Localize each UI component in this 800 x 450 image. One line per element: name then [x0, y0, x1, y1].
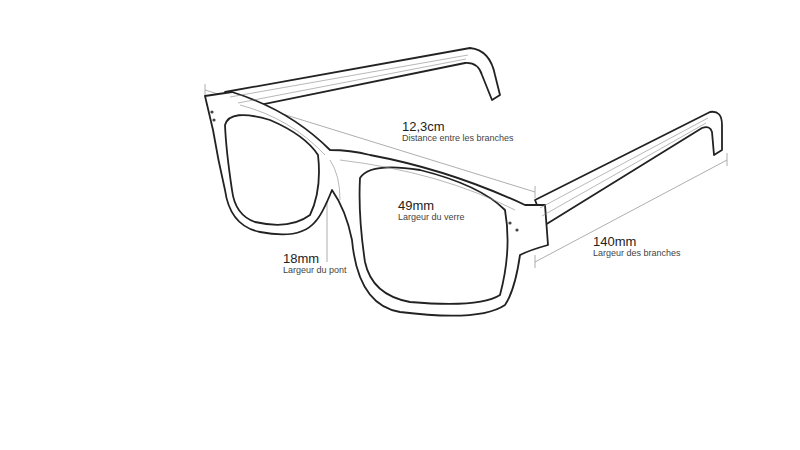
dimension-label: Largeur des branches	[593, 249, 681, 259]
frame-mesh	[230, 55, 708, 216]
dimension-value: 18mm	[283, 252, 319, 266]
dimension-value: 140mm	[593, 235, 636, 249]
glasses-frame	[205, 48, 722, 316]
dimension-label: Largeur du pont	[283, 266, 347, 276]
dimension-label: Distance entre les branches	[402, 134, 514, 144]
dimension-value: 12,3cm	[402, 120, 445, 134]
dimension-value: 49mm	[398, 199, 434, 213]
dimension-label: Largeur du verre	[398, 213, 465, 223]
hinge-dots	[210, 110, 518, 231]
